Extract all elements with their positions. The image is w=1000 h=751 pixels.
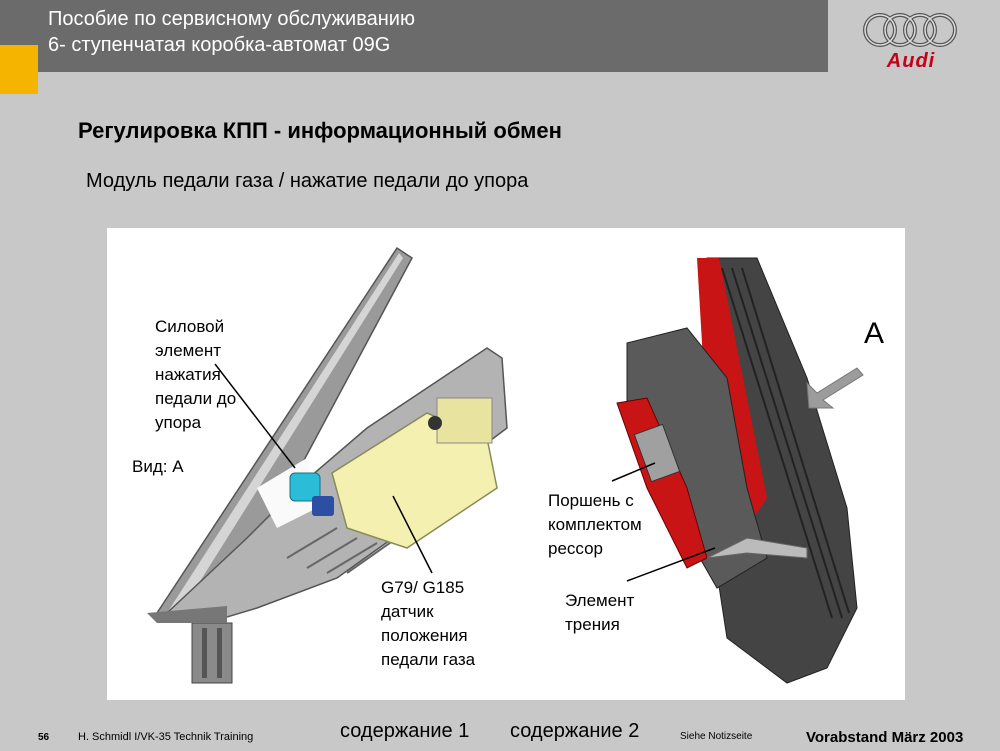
contents-link-1[interactable]: содержание 1 [340, 720, 470, 742]
header-title: Пособие по сервисному обслуживанию 6- ст… [48, 6, 415, 58]
footer-notes: Siehe Notizseite [680, 731, 753, 742]
audi-rings-icon [863, 13, 957, 47]
slide-subtitle: Модуль педали газа / нажатие педали до у… [86, 170, 529, 192]
label-piston: Поршень с комплектом рессор [548, 491, 642, 558]
audi-logo: Audi [855, 10, 965, 80]
header-accent-block [0, 45, 38, 94]
label-view: Вид: А [132, 457, 184, 476]
footer-page-number: 56 [38, 732, 50, 743]
footer-author: H. Schmidl I/VK-35 Technik Training [78, 731, 254, 743]
header-bar [0, 0, 828, 72]
pedal-illustration [147, 246, 864, 684]
label-sensor: G79/ G185 датчик положения педали газа [381, 578, 476, 669]
pedal-module-figure: Силовой элемент нажатия педали до упора … [107, 228, 905, 700]
contents-link-2[interactable]: содержание 2 [510, 720, 640, 742]
label-view-marker: A [864, 317, 885, 350]
header-title-line1: Пособие по сервисному обслуживанию [48, 8, 415, 30]
label-force-element: Силовой элемент нажатия педали до упора [155, 317, 237, 432]
slide-title: Регулировка КПП - информационный обмен [78, 118, 562, 143]
header-title-line2: 6- ступенчатая коробка-автомат 09G [48, 34, 391, 56]
audi-wordmark: Audi [886, 50, 936, 72]
footer-status: Vorabstand März 2003 [806, 729, 964, 746]
label-friction: Элемент трения [565, 591, 635, 634]
